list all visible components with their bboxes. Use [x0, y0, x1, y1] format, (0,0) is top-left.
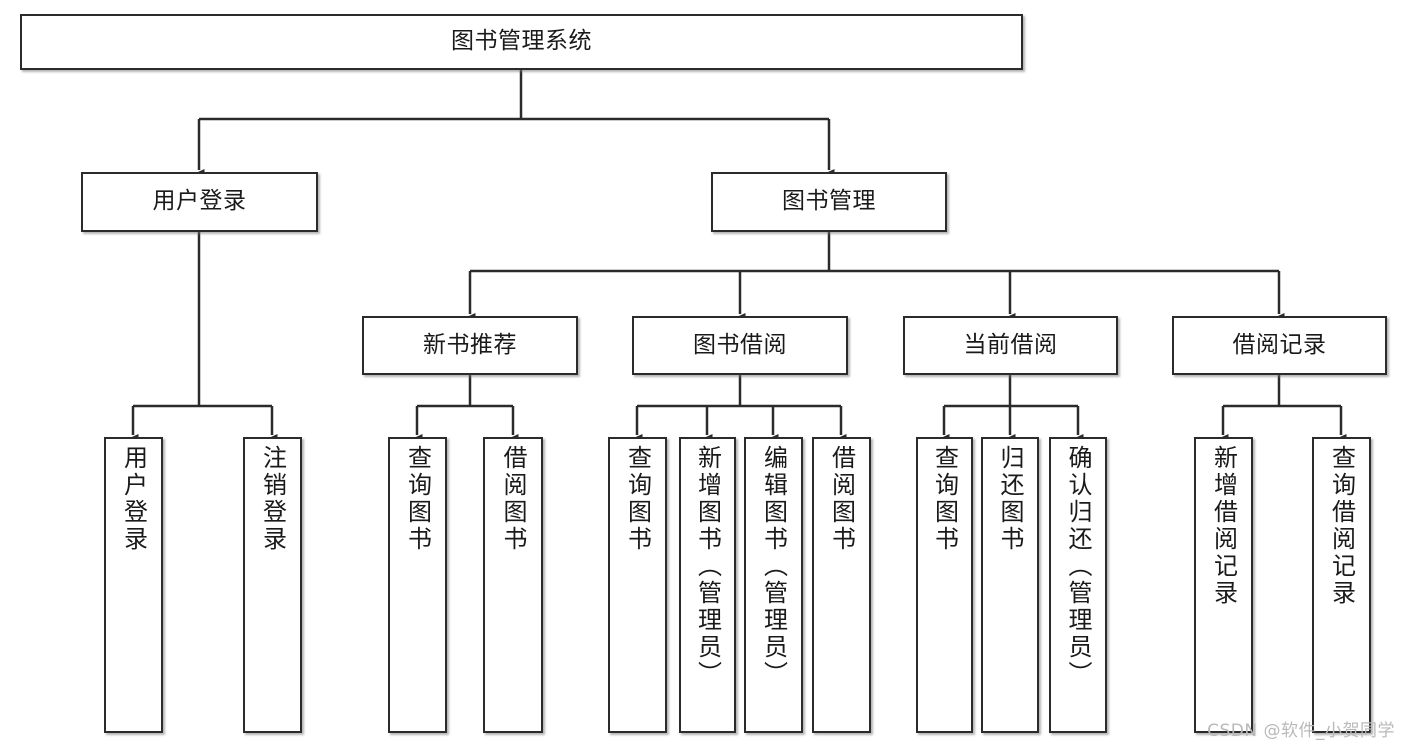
- node-label: 借阅记录: [1232, 331, 1327, 358]
- node-leaf-query-book-3[interactable]: 查询图书: [916, 437, 973, 733]
- node-label: 用户登录: [152, 188, 247, 215]
- node-label: 图书管理系统: [451, 28, 592, 55]
- node-label: 查询借阅记录: [1327, 445, 1356, 607]
- node-book-borrow[interactable]: 图书借阅: [632, 316, 848, 375]
- node-label: 当前借阅: [963, 331, 1058, 358]
- node-label: 查询图书: [623, 445, 652, 553]
- node-leaf-add-borrow-record[interactable]: 新增借阅记录: [1194, 437, 1253, 733]
- node-leaf-user-login[interactable]: 用户登录: [104, 437, 163, 733]
- node-leaf-query-borrow-record[interactable]: 查询借阅记录: [1312, 437, 1371, 733]
- node-label: 编辑图书（管理员）: [759, 445, 788, 688]
- node-leaf-confirm-return[interactable]: 确认归还（管理员）: [1049, 437, 1107, 733]
- node-leaf-borrow-book-2[interactable]: 借阅图书: [812, 437, 871, 733]
- node-borrow-record[interactable]: 借阅记录: [1172, 316, 1387, 375]
- node-leaf-edit-book[interactable]: 编辑图书（管理员）: [744, 437, 803, 733]
- node-leaf-borrow-book-1[interactable]: 借阅图书: [483, 437, 543, 733]
- node-label: 图书借阅: [693, 331, 787, 358]
- node-book-manage[interactable]: 图书管理: [711, 172, 947, 232]
- node-label: 新增借阅记录: [1209, 445, 1238, 607]
- node-label: 注销登录: [258, 445, 287, 553]
- node-root-system[interactable]: 图书管理系统: [20, 14, 1023, 70]
- node-leaf-query-book-1[interactable]: 查询图书: [388, 437, 447, 733]
- node-user-login[interactable]: 用户登录: [81, 172, 318, 232]
- node-label: 借阅图书: [827, 445, 856, 553]
- node-label: 借阅图书: [499, 445, 527, 553]
- node-new-book-recommend[interactable]: 新书推荐: [362, 316, 578, 375]
- node-current-borrow[interactable]: 当前借阅: [903, 316, 1118, 375]
- node-label: 查询图书: [403, 445, 432, 553]
- node-label: 新书推荐: [423, 331, 517, 358]
- node-label: 查询图书: [930, 445, 959, 553]
- node-label: 图书管理: [782, 188, 876, 215]
- node-label: 归还图书: [996, 445, 1024, 553]
- node-label: 新增图书（管理员）: [693, 445, 722, 688]
- node-leaf-add-book[interactable]: 新增图书（管理员）: [679, 437, 736, 733]
- node-leaf-return-book[interactable]: 归还图书: [981, 437, 1039, 733]
- node-label: 确认归还（管理员）: [1064, 445, 1092, 688]
- node-label: 用户登录: [119, 445, 148, 553]
- node-leaf-query-book-2[interactable]: 查询图书: [608, 437, 667, 733]
- node-leaf-logout[interactable]: 注销登录: [243, 437, 302, 733]
